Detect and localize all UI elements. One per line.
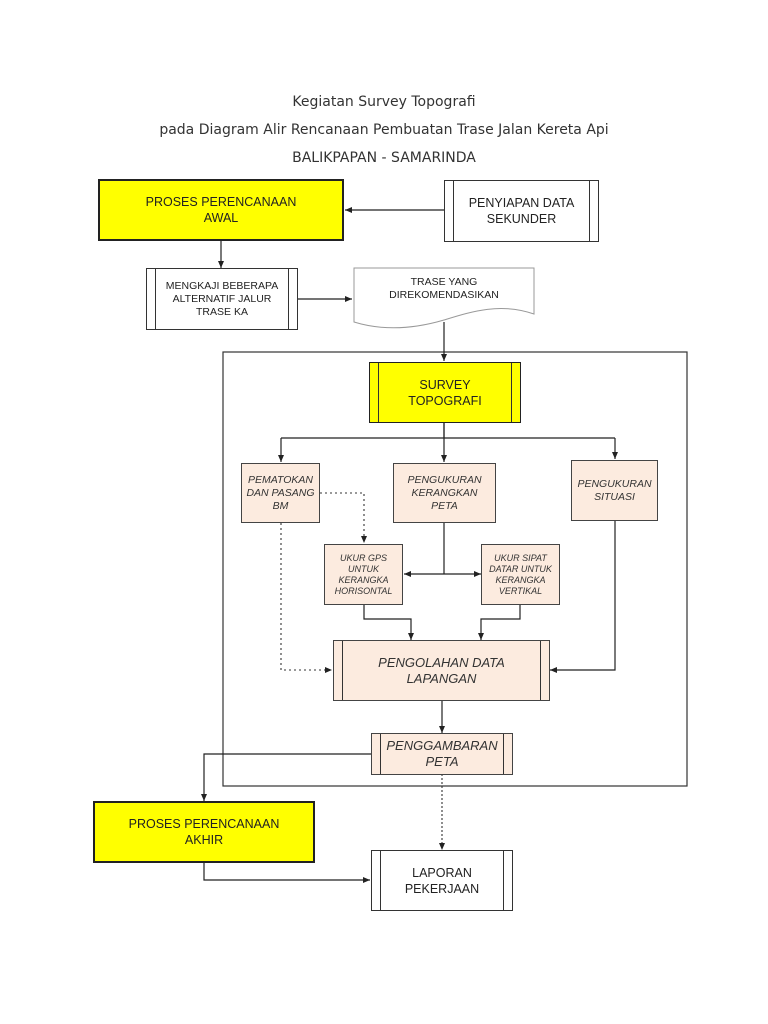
node-label: PENGOLAHAN DATA <box>378 654 505 670</box>
arrow-situasi-to-pengolahan <box>550 521 616 673</box>
node-label: KERANGKAN <box>411 486 478 499</box>
node-label: KERANGKA <box>338 574 389 585</box>
node-penyiapan-data-sekunder[interactable]: PENYIAPAN DATA SEKUNDER <box>444 180 599 242</box>
node-label: AWAL <box>203 211 239 225</box>
dotted-pematokan-to-pengolahan <box>280 523 332 673</box>
node-label: TRASE YANG <box>410 276 478 288</box>
arrow-penggambaran-to-proses-akhir <box>201 753 371 801</box>
node-label: AKHIR <box>184 833 224 847</box>
node-proses-perencanaan-awal[interactable]: PROSES PERENCANAAN AWAL <box>98 179 344 241</box>
node-label: PROSES PERENCANAAN <box>128 817 280 831</box>
node-label: DAN PASANG <box>246 486 315 499</box>
node-proses-perencanaan-akhir[interactable]: PROSES PERENCANAAN AKHIR <box>93 801 315 863</box>
node-label: PEKERJAAN <box>404 881 480 896</box>
diagram-subtitle: pada Diagram Alir Rencanaan Pembuatan Tr… <box>159 122 609 138</box>
node-label: PROSES PERENCANAAN <box>145 195 297 209</box>
node-label: ALTERNATIF JALUR <box>172 292 272 305</box>
node-label: MENGKAJI BEBERAPA <box>165 279 279 292</box>
node-label: BM <box>272 499 289 512</box>
node-label: DATAR UNTUK <box>489 563 552 574</box>
node-label: PENGUKURAN <box>407 473 482 486</box>
survey-section-frame <box>222 351 688 787</box>
node-label: TOPOGRAFI <box>408 393 482 408</box>
node-label: HORISONTAL <box>334 585 393 596</box>
node-label: PETA <box>425 754 459 769</box>
node-label: KERANGKA <box>495 574 546 585</box>
arrow-sipat-to-pengolahan <box>478 605 521 640</box>
diagram-location: BALIKPAPAN - SAMARINDA <box>292 150 476 166</box>
node-label: VERTIKAL <box>498 585 543 596</box>
node-label: PEMATOKAN <box>248 473 313 486</box>
dotted-pematokan-to-gps <box>320 492 367 543</box>
node-label: PENGUKURAN <box>577 477 652 490</box>
node-label: LAPORAN <box>412 865 472 880</box>
diagram-title: Kegiatan Survey Topografi <box>292 94 476 110</box>
node-label: PENYIAPAN DATA <box>468 196 575 210</box>
node-label: PETA <box>431 499 458 512</box>
node-label: SEKUNDER <box>486 212 557 226</box>
node-label: LAPANGAN <box>406 670 477 686</box>
node-label: UKUR GPS <box>339 552 387 563</box>
node-label: UKUR SIPAT <box>494 552 547 563</box>
node-label: SITUASI <box>594 490 635 503</box>
node-label: TRASE KA <box>196 305 248 318</box>
node-label: PENGGAMBARAN <box>386 738 498 753</box>
arrow-gps-to-pengolahan <box>363 605 414 640</box>
node-label: SURVEY <box>419 377 471 392</box>
arrow-proses-akhir-to-laporan <box>203 862 370 883</box>
node-label: DIREKOMENDASIKAN <box>389 289 499 301</box>
node-label: UNTUK <box>348 563 379 574</box>
trase-document-shape <box>353 267 535 329</box>
